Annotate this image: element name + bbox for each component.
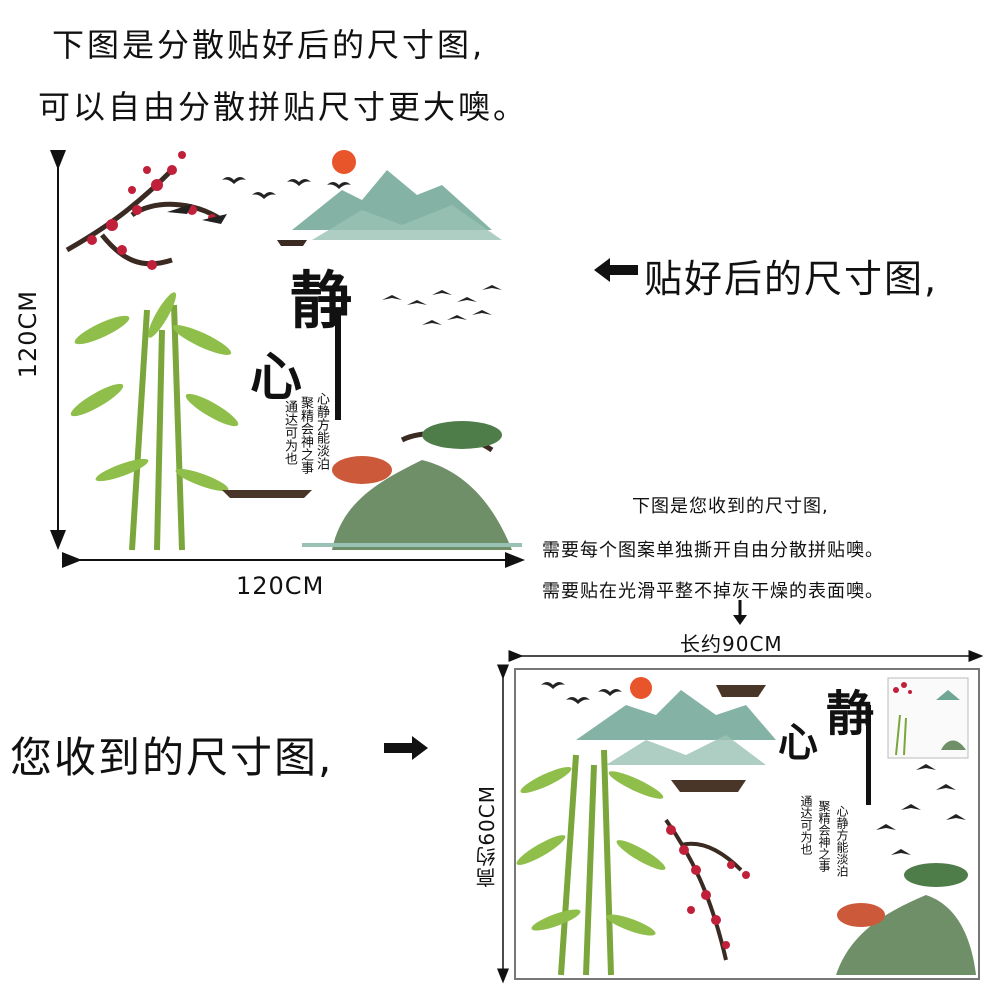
header-line-1: 下图是分散贴好后的尺寸图, [52,26,486,64]
swallows-illustration [222,177,351,199]
mountain-illustration [277,150,502,246]
calligraphy-jing: 静 [290,264,353,337]
poem-column-3: 通达可为也 [282,400,297,465]
sheet-calligraphy-jing: 静 [826,686,875,742]
calligraphy-xin: 心 [250,347,303,408]
top-width-label: 120CM [236,572,325,600]
top-height-label: 120CM [14,290,42,379]
notes-line-1: 下图是您收到的尺寸图, [632,496,829,517]
bottom-width-label: 长约90CM [680,632,783,656]
poem-column-1: 心静方能淡泊 [314,392,329,470]
sheet-calligraphy-xin: 心 [778,719,818,766]
sticker-artwork [516,677,976,976]
notes-line-2: 需要每个图案单独撕开自由分散拼贴噢。 [542,540,884,561]
right-arrow-icon [384,736,428,760]
top-callout-text: 贴好后的尺寸图, [644,257,939,301]
sheet-poem-column-2: 聚精会神之事 [817,800,831,872]
left-arrow-icon [594,258,638,282]
notes-line-3: 需要贴在光滑平整不掉灰干燥的表面噢。 [542,581,884,602]
bottom-callout-text: 您收到的尺寸图, [10,733,334,782]
poem-column-2: 聚精会神之事 [298,396,313,474]
sticker-sheet: 静 心 心静方能淡泊 聚精会神之事 通达可为也 [514,668,980,980]
pine-rock-illustration [302,421,522,550]
bottom-height-label: 高约60CM [475,785,499,888]
boat-illustration [222,490,312,498]
brush-stroke [335,310,341,420]
plum-branch-illustration [65,151,227,270]
header-line-2: 可以自由分散拼贴尺寸更大噢。 [38,88,529,126]
top-artwork [65,150,522,551]
sheet-poem-column-1: 心静方能淡泊 [835,805,849,877]
sheet-poem-column-3: 通达可为也 [799,795,813,855]
bamboo-illustration [70,292,239,551]
